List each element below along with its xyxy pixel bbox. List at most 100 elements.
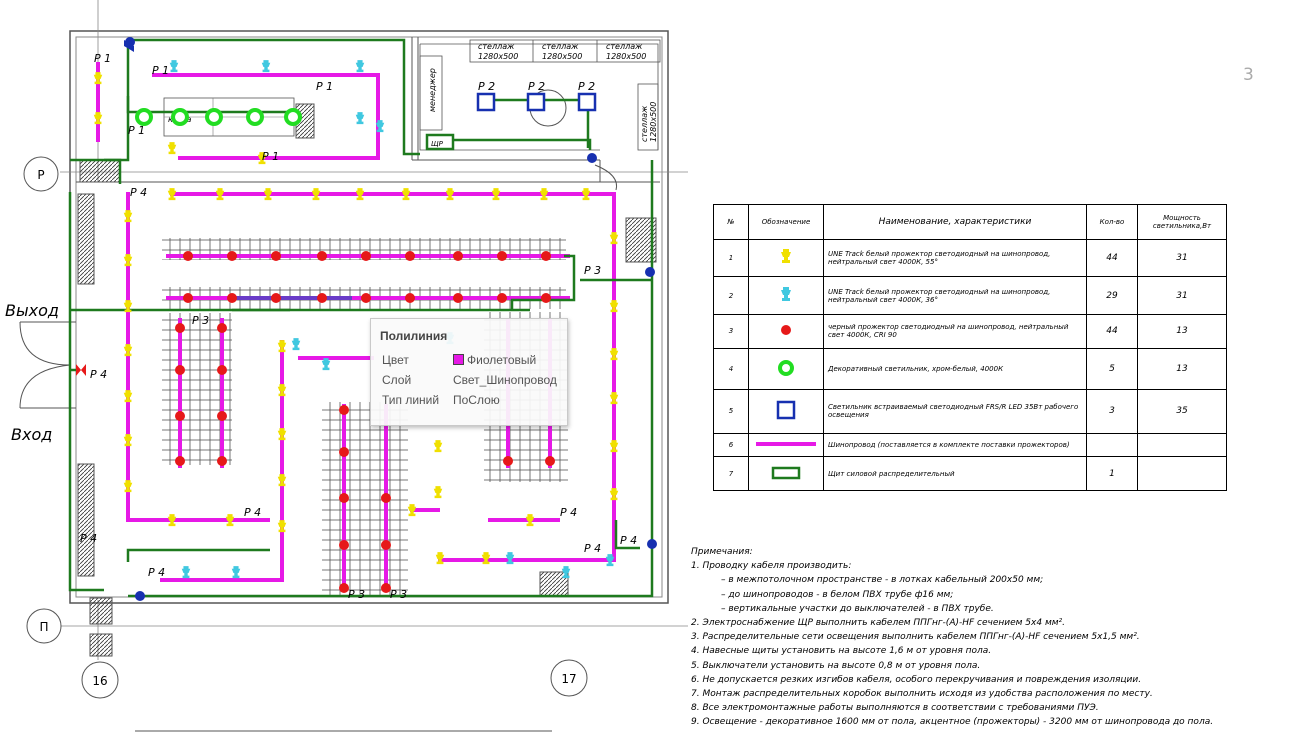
legend-name: Шинопровод (поставляется в комплекте пос… bbox=[823, 432, 1087, 458]
legend-name: Декоративный светильник, хром-белый, 400… bbox=[823, 347, 1087, 390]
group-label: Р 1 bbox=[128, 124, 145, 137]
legend-header: Кол-во bbox=[1086, 204, 1138, 240]
legend-power: 31 bbox=[1137, 276, 1227, 315]
note-item: 5. Выключатели установить на высоте 0,8 … bbox=[691, 660, 981, 671]
legend-number: 5 bbox=[713, 388, 749, 434]
legend-row: 5 Светильник встраиваемый светодиодный F… bbox=[713, 388, 1227, 434]
legend-name: UNE Track белый прожектор светодиодный н… bbox=[823, 276, 1087, 315]
legend-number: 3 bbox=[713, 313, 749, 349]
group-label: Р 4 bbox=[244, 506, 261, 519]
axis-label-p: П bbox=[39, 620, 48, 634]
magenta-line-icon bbox=[756, 442, 816, 447]
legend-name: Щит силовой распределительный bbox=[823, 456, 1087, 491]
legend-number: 6 bbox=[713, 432, 749, 458]
group-label: Р 4 bbox=[130, 186, 147, 199]
legend-power: 35 bbox=[1137, 388, 1227, 434]
notes-title: Примечания: bbox=[691, 547, 753, 557]
legend-row: 4 Декоративный светильник, хром-белый, 4… bbox=[713, 347, 1227, 390]
rack-label-name: стеллаж bbox=[478, 42, 515, 51]
rack-label-size: 1280х500 bbox=[606, 52, 646, 61]
legend-power bbox=[1137, 432, 1227, 458]
legend-row: 3 черный прожектор светодиодный на шиноп… bbox=[713, 313, 1227, 349]
axis-label-r: Р bbox=[37, 168, 44, 182]
note-item: – до шинопроводов - в белом ПВХ трубе ф1… bbox=[721, 589, 954, 600]
legend-row: 2 UNE Track белый прожектор светодиодный… bbox=[713, 276, 1227, 315]
legend-qty: 1 bbox=[1086, 456, 1138, 491]
group-label: Р 3 bbox=[390, 588, 407, 601]
side-number: 3 bbox=[1243, 65, 1254, 85]
rack-label-size: 1280х500 bbox=[649, 102, 658, 142]
legend-qty: 44 bbox=[1086, 238, 1138, 278]
tooltip-color-text: Фиолетовый bbox=[467, 353, 537, 367]
rack-label-size: 1280х500 bbox=[542, 52, 582, 61]
legend-power: 31 bbox=[1137, 238, 1227, 278]
group-label: Р 2 bbox=[578, 80, 595, 93]
red-dot-icon bbox=[781, 325, 791, 336]
note-item: 4. Навесные щиты установить на высоте 1,… bbox=[691, 646, 992, 657]
tooltip-title: Полилиния bbox=[380, 329, 448, 343]
group-label: Р 4 bbox=[584, 542, 601, 555]
legend-name: UNE Track белый прожектор светодиодный н… bbox=[823, 238, 1087, 278]
polyline-tooltip: Полилиния Цвет Фиолетовый Слой Свет_Шино… bbox=[370, 318, 568, 426]
green-ring-icon bbox=[778, 359, 794, 376]
red-spot-lights bbox=[175, 251, 555, 593]
legend-qty bbox=[1086, 432, 1138, 458]
legend-power: 13 bbox=[1137, 347, 1227, 390]
tooltip-key-linetype: Тип линий bbox=[382, 393, 440, 407]
legend-power bbox=[1137, 456, 1227, 491]
axis-label-16: 16 bbox=[92, 674, 107, 688]
group-label: Р 1 bbox=[94, 52, 111, 65]
rack-label-name: стеллаж bbox=[640, 105, 649, 142]
legend-row: 6 Шинопровод (поставляется в комплекте п… bbox=[713, 432, 1227, 458]
legend-row: 1 UNE Track белый прожектор светодиодный… bbox=[713, 238, 1227, 278]
note-item: 7. Монтаж распределительных коробок выпо… bbox=[691, 689, 1153, 700]
group-label: Р 3 bbox=[192, 314, 209, 327]
tooltip-key-layer: Слой bbox=[382, 373, 412, 387]
group-label: Р 1 bbox=[262, 150, 279, 163]
legend-header: Мощность светильника,Вт bbox=[1137, 204, 1227, 240]
decorative-lights bbox=[135, 108, 302, 126]
note-item: – в межпотолочном пространстве - в лотка… bbox=[721, 575, 1044, 586]
switch-symbols bbox=[124, 37, 657, 601]
group-label: Р 2 bbox=[528, 80, 545, 93]
group-labels: Р 1 Р 1 Р 1 Р 1 Р 1 Р 2 Р 2 Р 2 Р 4 Р 3 … bbox=[80, 52, 637, 601]
group-label: Р 2 bbox=[478, 80, 495, 93]
legend-qty: 5 bbox=[1086, 347, 1138, 390]
cable-lines bbox=[68, 38, 654, 598]
legend-qty: 44 bbox=[1086, 313, 1138, 349]
note-item: 9. Освещение - декоративное 1600 мм от п… bbox=[691, 717, 1214, 728]
legend-name: черный прожектор светодиодный на шинопро… bbox=[823, 313, 1087, 349]
rack-labels: стеллаж 1280х500 стеллаж 1280х500 стелла… bbox=[469, 39, 661, 151]
cyan-spot-icon bbox=[779, 287, 793, 303]
group-label: Р 3 bbox=[348, 588, 365, 601]
legend-number: 2 bbox=[713, 276, 749, 315]
group-label: Р 1 bbox=[316, 80, 333, 93]
legend-number: 1 bbox=[713, 238, 749, 278]
group-label: Р 4 bbox=[148, 566, 165, 579]
legend-name: Светильник встраиваемый светодиодный FRS… bbox=[823, 388, 1087, 434]
legend-number: 7 bbox=[713, 456, 749, 491]
note-item: 3. Распределительные сети освещения выпо… bbox=[691, 632, 1140, 643]
tooltip-key-color: Цвет bbox=[382, 353, 409, 367]
exit-label: Выход bbox=[5, 301, 59, 320]
group-label: Р 4 bbox=[560, 506, 577, 519]
panel-label: ЩР bbox=[431, 140, 444, 148]
rack-label-name: стеллаж bbox=[606, 42, 643, 51]
group-label: Р 4 bbox=[90, 368, 107, 381]
panel-icon bbox=[771, 466, 801, 479]
notes-block: Примечания: 1. Проводку кабеля производи… bbox=[691, 545, 1213, 730]
rack-label-size: 1280х500 bbox=[478, 52, 518, 61]
legend-number: 4 bbox=[713, 347, 749, 390]
recessed-lights bbox=[476, 92, 597, 112]
legend-table: № Обозначение Наименование, характеристи… bbox=[713, 204, 1227, 491]
group-label: Р 4 bbox=[80, 532, 97, 545]
note-item: 6. Не допускается резких изгибов кабеля,… bbox=[691, 674, 1142, 685]
manager-label: менеджер bbox=[428, 68, 437, 112]
group-label: Р 3 bbox=[584, 264, 601, 277]
legend-qty: 3 bbox=[1086, 388, 1138, 434]
legend-row: 7 Щит силовой распределительный 1 bbox=[713, 456, 1227, 491]
group-label: Р 1 bbox=[152, 64, 169, 77]
legend-header: Обозначение bbox=[748, 204, 824, 240]
blue-square-icon bbox=[776, 401, 796, 420]
